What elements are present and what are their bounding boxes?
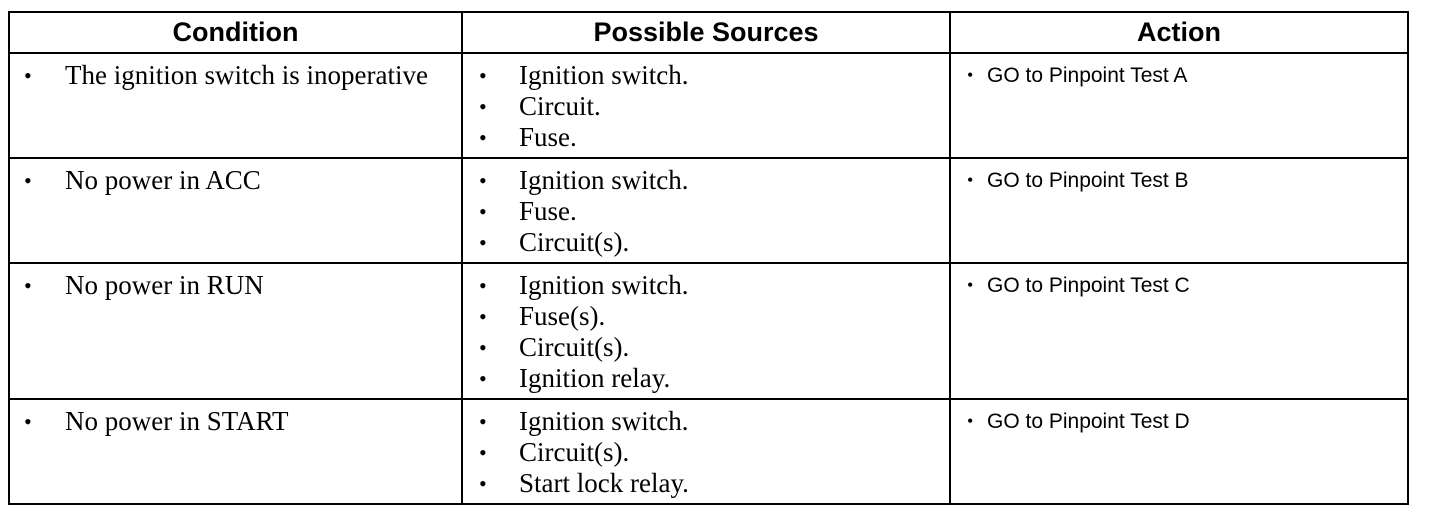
source-item: • Circuit. [463,91,949,122]
bullet-icon: • [24,63,32,88]
pinpoint-test-link[interactable]: GO to Pinpoint Test C [987,274,1190,297]
source-text: Fuse. [519,122,577,152]
source-text: Ignition switch. [519,406,689,436]
bullet-icon: • [479,366,487,391]
sources-cell: • Ignition switch. • Fuse. • Circuit(s). [461,157,951,264]
source-item: • Ignition switch. [463,60,949,91]
source-text: Circuit(s). [519,227,630,257]
bullet-icon: • [479,471,487,496]
source-text: Ignition switch. [519,165,689,195]
source-item: • Circuit(s). [463,437,949,468]
bullet-icon: • [967,411,974,431]
source-item: • Ignition relay. [463,363,949,394]
header-action: Action [949,11,1409,54]
action-cell: • GO to Pinpoint Test D [949,398,1409,505]
bullet-icon: • [479,409,487,434]
bullet-icon: • [479,63,487,88]
bullet-icon: • [479,304,487,329]
table-row: • No power in START • Ignition switch. • Ci… [8,398,1409,505]
pinpoint-test-link[interactable]: GO to Pinpoint Test B [987,169,1189,192]
source-item: • Ignition switch. [463,165,949,196]
pinpoint-test-link[interactable]: GO to Pinpoint Test A [987,64,1188,87]
source-text: Fuse. [519,196,577,226]
table-row: • The ignition switch is inoperative • Ign… [8,52,1409,159]
symptom-chart-table: Condition Possible Sources Action • The i… [8,11,1409,505]
bullet-icon: • [967,275,974,295]
table-row: • No power in RUN • Ignition switch. • Fuse… [8,262,1409,400]
source-item: • Circuit(s). [463,332,949,363]
source-item: • Fuse. [463,196,949,227]
action-cell: • GO to Pinpoint Test B [949,157,1409,264]
source-item: • Fuse. [463,122,949,153]
bullet-icon: • [479,94,487,119]
condition-cell: • No power in RUN [8,262,463,400]
sources-cell: • Ignition switch. • Fuse(s). • Circuit(s).… [461,262,951,400]
bullet-icon: • [479,273,487,298]
source-item: • Start lock relay. [463,468,949,499]
source-text: Circuit(s). [519,437,630,467]
source-item: • Ignition switch. [463,270,949,301]
source-text: Start lock relay. [519,468,689,498]
bullet-icon: • [24,409,32,434]
source-text: Circuit. [519,91,601,121]
source-text: Circuit(s). [519,332,630,362]
condition-item: • No power in RUN [10,270,461,301]
bullet-icon: • [24,168,32,193]
condition-item: • No power in START [10,406,461,437]
bullet-icon: • [967,170,974,190]
action-cell: • GO to Pinpoint Test A [949,52,1409,159]
header-possible-sources: Possible Sources [461,11,951,54]
header-condition: Condition [8,11,463,54]
condition-text: No power in RUN [65,270,264,300]
source-text: Ignition switch. [519,270,689,300]
table-row: • No power in ACC • Ignition switch. • Fuse… [8,157,1409,264]
action-item: • GO to Pinpoint Test D [951,410,1407,434]
bullet-icon: • [479,168,487,193]
bullet-icon: • [479,230,487,255]
source-text: Fuse(s). [519,301,606,331]
action-item: • GO to Pinpoint Test A [951,64,1407,88]
bullet-icon: • [967,65,974,85]
condition-cell: • No power in START [8,398,463,505]
bullet-icon: • [24,273,32,298]
condition-cell: • The ignition switch is inoperative [8,52,463,159]
pinpoint-test-link[interactable]: GO to Pinpoint Test D [987,410,1190,433]
header-row: Condition Possible Sources Action [8,11,1409,54]
source-item: • Ignition switch. [463,406,949,437]
condition-cell: • No power in ACC [8,157,463,264]
condition-item: • No power in ACC [10,165,461,196]
bullet-icon: • [479,125,487,150]
source-item: • Fuse(s). [463,301,949,332]
condition-text: The ignition switch is inoperative [65,60,428,90]
source-item: • Circuit(s). [463,227,949,258]
sources-cell: • Ignition switch. • Circuit. • Fuse. [461,52,951,159]
source-text: Ignition switch. [519,60,689,90]
condition-text: No power in ACC [65,165,261,195]
action-item: • GO to Pinpoint Test B [951,169,1407,193]
sources-cell: • Ignition switch. • Circuit(s). • Start lo… [461,398,951,505]
action-item: • GO to Pinpoint Test C [951,274,1407,298]
bullet-icon: • [479,335,487,360]
bullet-icon: • [479,199,487,224]
source-text: Ignition relay. [519,363,671,393]
condition-text: No power in START [65,406,289,436]
bullet-icon: • [479,440,487,465]
condition-item: • The ignition switch is inoperative [10,60,461,91]
action-cell: • GO to Pinpoint Test C [949,262,1409,400]
